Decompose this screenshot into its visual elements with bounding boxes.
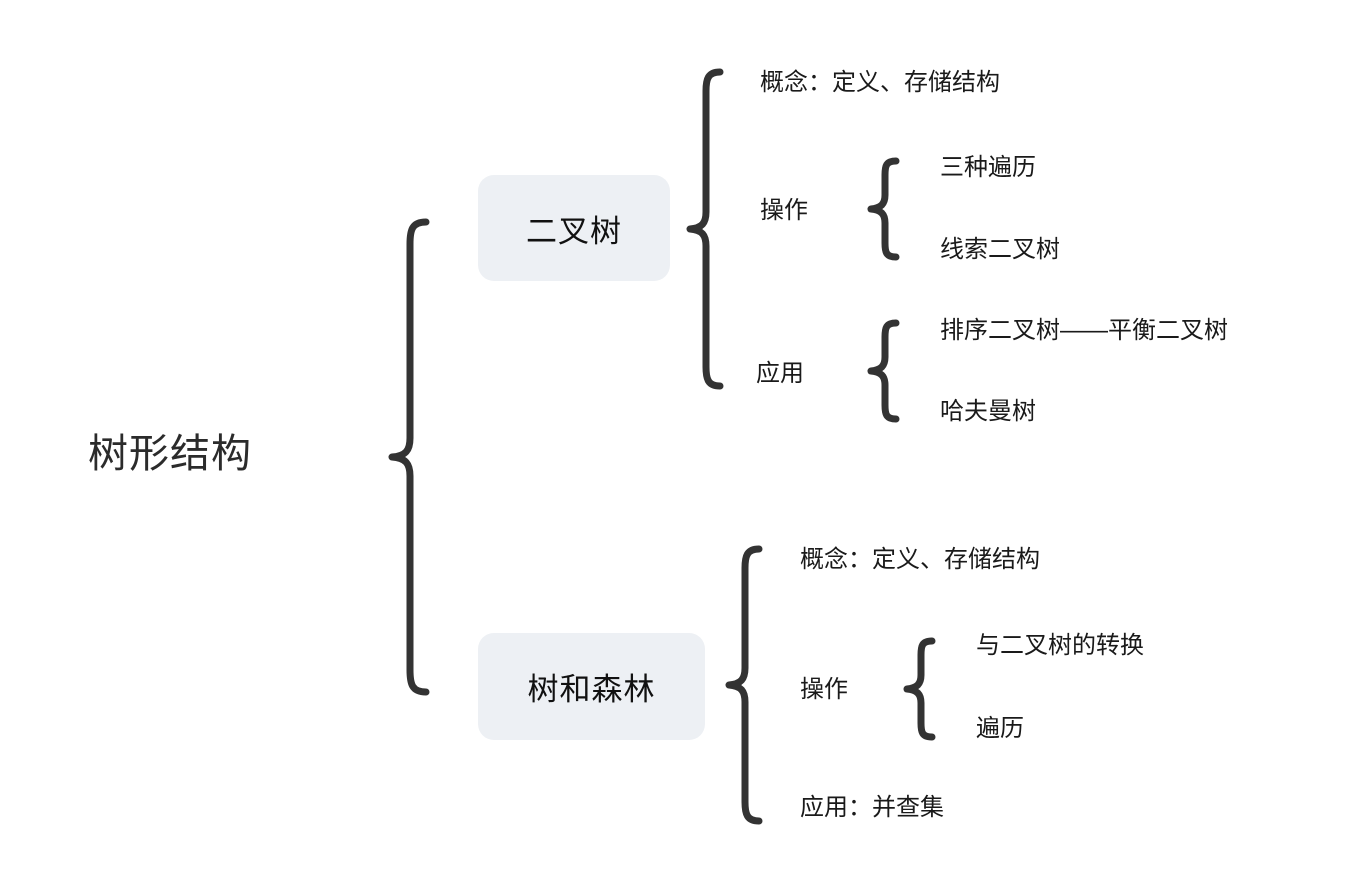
branch-node-trees-forests-label: 树和森林 [527,672,656,707]
brace-trees-forests [723,543,763,833]
leaf-label-forest-traversal: 遍历 [976,715,1024,742]
mid-label-binary-applications: 应用 [756,360,804,387]
brace-binary-applications [866,317,900,435]
leaf-label-union-find: 应用：并查集 [800,794,944,821]
leaf-label-convert-to-binary-tree: 与二叉树的转换 [976,632,1144,659]
brace-binary-operations [866,155,900,273]
leaf-label-huffman-tree: 哈夫曼树 [940,398,1036,425]
branch-node-binary-tree-label: 二叉树 [526,213,622,249]
mid-label-binary-operations: 操作 [760,197,808,224]
leaf-label-forest-concept: 概念：定义、存储结构 [800,546,1040,573]
leaf-label-threaded-binary-tree: 线索二叉树 [940,236,1060,263]
branch-node-trees-forests[interactable]: 树和森林 [478,633,705,740]
mid-label-forest-operations: 操作 [800,676,848,703]
brace-root [386,216,430,702]
root-node-label: 树形结构 [88,432,252,476]
leaf-label-bst-avl: 排序二叉树——平衡二叉树 [940,317,1228,344]
branch-node-binary-tree[interactable]: 二叉树 [478,175,670,281]
brace-binary-tree [684,66,724,398]
leaf-label-binary-concept: 概念：定义、存储结构 [760,69,1000,96]
brace-forest-operations [902,635,936,753]
leaf-label-three-traversals: 三种遍历 [940,154,1036,181]
